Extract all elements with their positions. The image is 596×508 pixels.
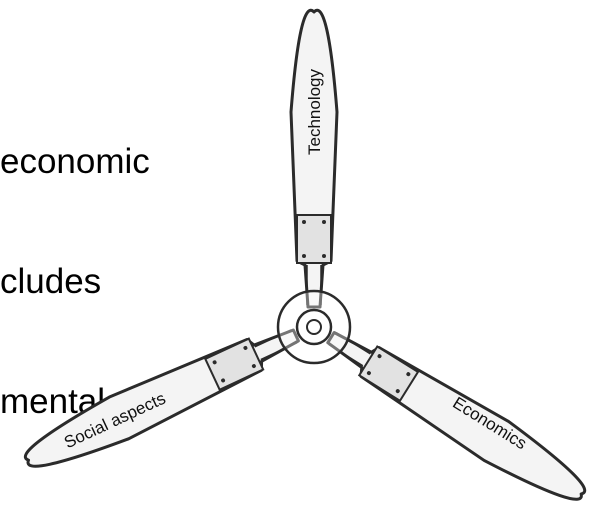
- blade-technology: Technology: [289, 8, 339, 309]
- turbine-hub: [276, 289, 352, 365]
- blade-label-technology: Technology: [305, 69, 324, 156]
- blade-economics: Economics: [317, 316, 596, 508]
- blade-social-aspects: Social aspects: [15, 313, 308, 484]
- text-line: economic: [0, 142, 150, 181]
- text-line: cludes: [0, 262, 102, 301]
